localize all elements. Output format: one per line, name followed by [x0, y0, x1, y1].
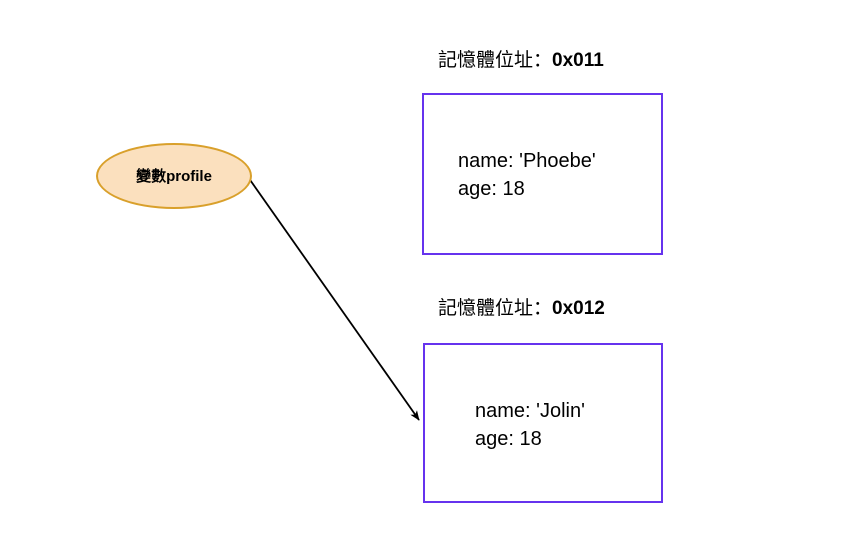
memory-address-value-2: 0x012 [552, 298, 605, 319]
memory-box-2[interactable]: name: 'Jolin' age: 18 [423, 343, 663, 503]
memory-box-2-field-name: name: 'Jolin' [475, 400, 585, 422]
memory-address-prefix-2: 記憶體位址： [438, 298, 553, 319]
memory-address-label-2: 記憶體位址：0x012 [438, 299, 605, 318]
memory-box-2-field-age: age: 18 [475, 428, 542, 450]
variable-node-label: 變數profile [136, 167, 212, 185]
memory-address-prefix-1: 記憶體位址： [438, 50, 553, 71]
memory-box-1-field-age: age: 18 [458, 178, 525, 200]
memory-box-1-body: name: 'Phoebe' age: 18 [458, 147, 596, 203]
memory-box-1-field-name: name: 'Phoebe' [458, 150, 596, 172]
variable-node-profile[interactable]: 變數profile [96, 143, 252, 209]
memory-address-value-1: 0x011 [552, 50, 604, 71]
memory-box-1[interactable]: name: 'Phoebe' age: 18 [422, 93, 663, 255]
pointer-arrow-line [247, 176, 420, 421]
memory-box-2-body: name: 'Jolin' age: 18 [475, 397, 585, 453]
memory-address-label-1: 記憶體位址：0x011 [438, 51, 604, 70]
